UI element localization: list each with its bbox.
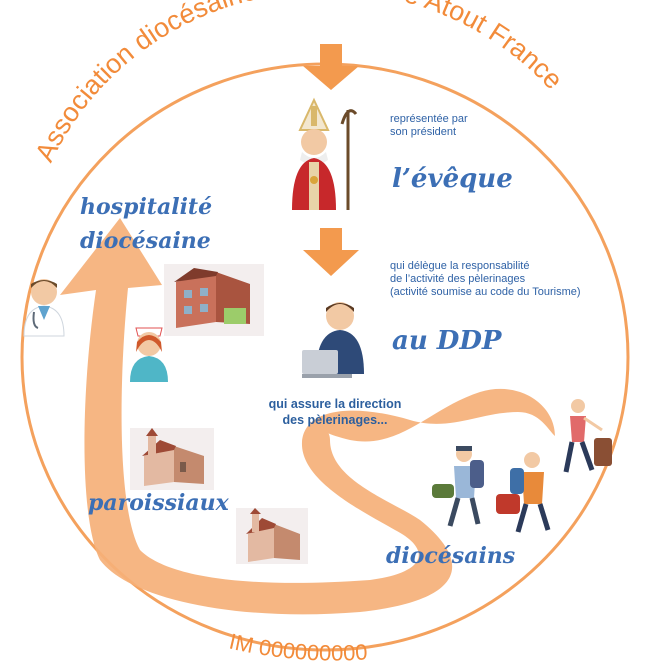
ddp-caption-line-3: (activité soumise au code du Tourisme) xyxy=(390,286,581,298)
bishop-caption-line-2: son président xyxy=(390,126,457,138)
computer-worker-icon xyxy=(302,302,364,378)
bishop-caption: représentée par son président xyxy=(390,113,468,139)
label-paroissiaux: paroissiaux xyxy=(88,490,229,516)
ddp-caption-line-1: qui délègue la responsabilité xyxy=(390,260,530,272)
arrow-down-2 xyxy=(303,228,359,276)
ddp-direction-line-1: qui assure la direction xyxy=(268,397,402,411)
bishop-title: l’évêque xyxy=(392,164,513,194)
arc-title: Association diocésaine immatriculée Atou… xyxy=(29,0,568,166)
hospital-building-icon xyxy=(164,264,264,336)
bishop-caption-line-1: représentée par xyxy=(390,113,468,125)
bishop-icon xyxy=(292,97,358,210)
label-hospitalite-line-2: diocésaine xyxy=(80,228,211,254)
label-hospitalite: hospitalité diocésaine xyxy=(80,190,212,258)
ddp-caption: qui délègue la responsabilité de l’activ… xyxy=(390,260,581,299)
pilgrims-icon xyxy=(432,399,612,533)
arrow-down-1 xyxy=(303,44,359,90)
ddp-direction-line-2: des pèlerinages... xyxy=(282,413,388,427)
label-hospitalite-line-1: hospitalité xyxy=(80,194,213,220)
church-icon xyxy=(236,508,308,564)
ddp-direction: qui assure la direction des pèlerinages.… xyxy=(250,396,420,428)
ddp-title: au DDP xyxy=(392,326,502,356)
ddp-caption-line-2: de l’activité des pèlerinages xyxy=(390,273,526,285)
nurse-icon xyxy=(130,327,168,382)
church-icon xyxy=(130,428,214,490)
flow-arrow xyxy=(60,218,555,615)
doctor-icon xyxy=(23,279,65,337)
label-diocesains: diocésains xyxy=(386,543,516,569)
footer-code: IM 000000000 xyxy=(227,629,368,666)
